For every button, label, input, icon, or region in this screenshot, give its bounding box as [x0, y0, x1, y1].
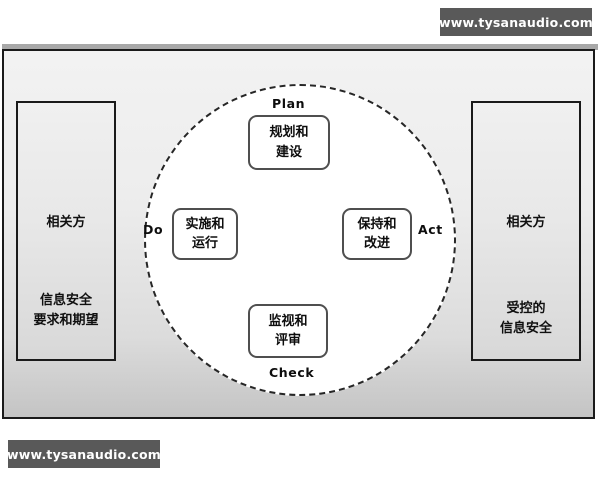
panel-right-title: 相关方: [506, 215, 546, 230]
stage-box-plan: 规划和 建设: [248, 115, 330, 170]
panel-left-title: 相关方: [46, 215, 86, 230]
frame-shadow-strip: [2, 44, 598, 50]
panel-right-subtitle-line1: 受控的: [506, 300, 546, 316]
stage-label-act: Act: [418, 222, 443, 237]
stage-box-do: 实施和 运行: [172, 208, 238, 260]
stage-box-do-line2: 运行: [191, 236, 218, 251]
watermark-bottom: www.tysanaudio.com: [7, 440, 161, 468]
panel-interested-parties-output: 相关方 受控的 信息安全: [471, 101, 581, 361]
stage-box-check-line1: 监视和: [268, 313, 308, 329]
panel-left-subtitle: 信息安全 要求和期望: [18, 291, 114, 331]
stage-box-act-line2: 改进: [363, 236, 390, 251]
panel-interested-parties-input: 相关方 信息安全 要求和期望: [16, 101, 116, 361]
panel-right-subtitle-line2: 信息安全: [499, 320, 552, 336]
panel-left-subtitle-line2: 要求和期望: [33, 312, 99, 328]
stage-box-plan-line1: 规划和: [269, 125, 309, 140]
stage-box-check: 监视和 评审: [248, 304, 328, 358]
stage-label-plan: Plan: [272, 96, 306, 111]
stage-box-do-line1: 实施和: [185, 216, 225, 232]
stage-box-act: 保持和 改进: [342, 208, 412, 260]
stage-box-plan-line2: 建设: [275, 144, 302, 160]
stage-label-do: Do: [143, 222, 164, 237]
diagram-frame: 相关方 信息安全 要求和期望 相关方 受控的 信息安全 Plan 规划和 建设 …: [2, 49, 595, 419]
stage-box-act-line1: 保持和: [357, 216, 397, 232]
watermark-top: www.tysanaudio.com: [439, 8, 593, 36]
stage-label-check: Check: [269, 365, 315, 380]
panel-left-subtitle-line1: 信息安全: [39, 292, 92, 308]
panel-right-subtitle: 受控的 信息安全: [473, 299, 579, 339]
stage-box-check-line2: 评审: [274, 333, 301, 348]
